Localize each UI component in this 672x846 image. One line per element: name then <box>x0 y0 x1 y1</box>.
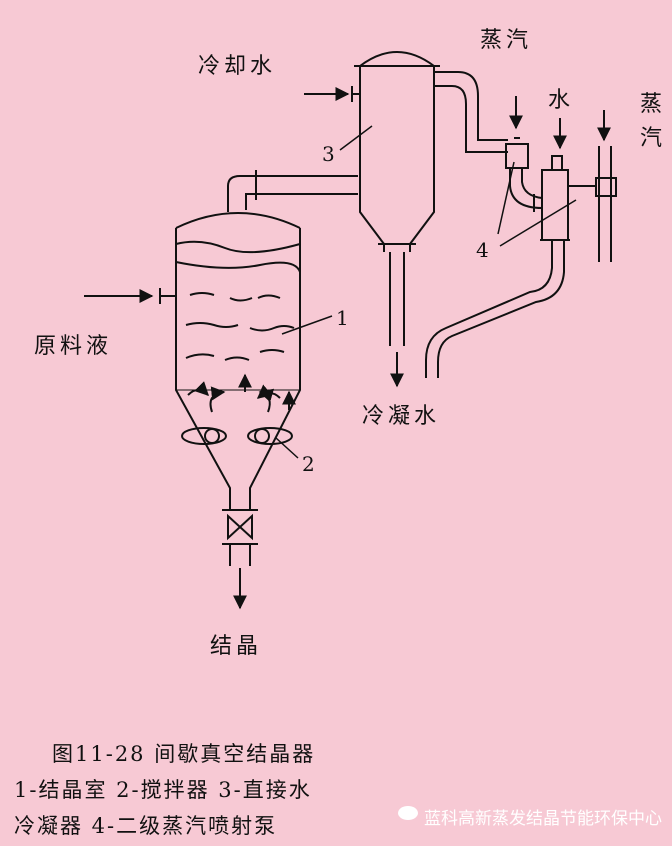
label-steam-top: 蒸汽 <box>480 28 533 53</box>
agitator <box>181 427 293 445</box>
label-water: 水 <box>548 88 575 113</box>
outlet-valve <box>222 509 258 610</box>
label-raw-liquid: 原料液 <box>34 334 113 359</box>
wechat-icon <box>398 806 418 820</box>
vapor-pipe <box>227 170 358 212</box>
label-num-1: 1 <box>336 306 349 330</box>
leader-lines <box>275 125 577 459</box>
label-cooling-water: 冷却水 <box>198 54 277 79</box>
caption-line-3: 冷凝器 4-二级蒸汽喷射泵 <box>14 814 278 838</box>
crystallizer-vessel <box>175 212 301 510</box>
feed-inlet <box>84 288 176 304</box>
label-num-3: 3 <box>322 142 335 166</box>
caption-line-1: 图11-28 间歇真空结晶器 <box>52 742 316 766</box>
watermark: 蓝科高新蒸发结晶节能环保中心 <box>424 809 662 829</box>
caption-line-2: 1-结晶室 2-搅拌器 3-直接水 <box>14 778 312 802</box>
condenser <box>304 51 508 388</box>
steam-ejector <box>425 96 617 378</box>
label-crystal: 结晶 <box>210 634 263 659</box>
label-num-4: 4 <box>476 238 489 262</box>
label-condensed-water: 冷凝水 <box>362 404 441 429</box>
label-steam-right: 蒸汽 <box>640 92 667 151</box>
label-num-2: 2 <box>302 452 315 476</box>
